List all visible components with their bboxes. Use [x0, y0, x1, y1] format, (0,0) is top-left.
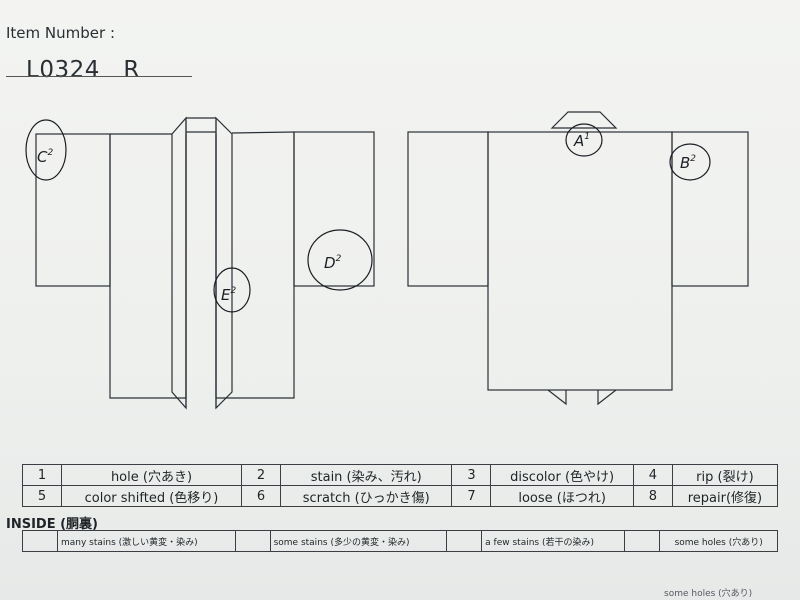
defect-label: discolor (色やけ): [490, 464, 634, 486]
inside-checkbox-many-stains[interactable]: [22, 530, 58, 552]
mark-label-d2: D2: [324, 254, 342, 272]
item-number-label: Item Number :: [6, 24, 115, 42]
inside-checkbox-few-stains[interactable]: [446, 530, 483, 552]
mark-circle-a1: [565, 123, 603, 157]
back-hem-left: [547, 389, 567, 406]
defect-label: color shifted (色移り): [61, 485, 242, 507]
inside-options-row: many stains (激しい黄変・染み) some stains (多少の黄…: [22, 530, 778, 552]
front-body-left: [109, 134, 187, 399]
inside-option-label: a few stains (若干の染み): [481, 530, 626, 552]
defect-label: repair(修復): [671, 485, 779, 507]
defect-number: 7: [451, 485, 492, 507]
defect-legend-table: 1 hole (穴あき) 2 stain (染み、汚れ) 3 discolor …: [22, 464, 779, 507]
defect-number: 4: [632, 464, 673, 486]
defect-number: 2: [240, 464, 281, 486]
back-view-outline: [407, 111, 749, 406]
front-view-outline: [35, 116, 375, 410]
inside-option-label: some holes (穴あり): [659, 530, 778, 552]
defect-number: 6: [240, 485, 281, 507]
mark-circle-e2: [213, 267, 251, 313]
defect-number: 1: [22, 464, 62, 486]
item-number-value: L0324 R: [26, 57, 140, 83]
mark-label-b2: B2: [680, 154, 696, 172]
front-collar-right: [215, 116, 233, 410]
mark-label-c2: C2: [37, 148, 53, 166]
back-left-sleeve: [407, 131, 489, 287]
back-hem-right: [597, 389, 617, 406]
mark-circle-b2: [669, 143, 711, 181]
mark-circle-c2: [25, 119, 67, 181]
mark-circle-d2: [307, 229, 373, 291]
inside-checkbox-some-stains[interactable]: [234, 530, 271, 552]
front-collar-left: [171, 116, 187, 410]
defect-legend-row: 1 hole (穴あき) 2 stain (染み、汚れ) 3 discolor …: [22, 464, 779, 486]
front-body-right: [215, 132, 295, 399]
defect-number: 5: [22, 485, 62, 507]
defect-label: hole (穴あき): [61, 464, 242, 486]
defect-label: rip (裂け): [671, 464, 779, 486]
bleed-through-note: some holes (穴あり): [664, 589, 753, 599]
inside-checkbox-some-holes[interactable]: [624, 530, 661, 552]
defect-label: stain (染み、汚れ): [279, 464, 453, 486]
kimono-diagram: C2 D2 E2 A1 B2: [25, 111, 749, 410]
defect-number: 3: [451, 464, 492, 486]
inside-heading: INSIDE (胴裏): [6, 517, 98, 532]
mark-label-e2: E2: [221, 286, 236, 304]
back-body: [487, 131, 673, 391]
inside-options-table: many stains (激しい黄変・染み) some stains (多少の黄…: [22, 530, 778, 552]
defect-label: loose (ほつれ): [490, 485, 634, 507]
inside-option-label: some stains (多少の黄変・染み): [269, 530, 448, 552]
defect-label: scratch (ひっかき傷): [279, 485, 453, 507]
inside-option-label: many stains (激しい黄変・染み): [57, 530, 236, 552]
item-number-underline: [6, 76, 192, 77]
mark-label-a1: A1: [573, 132, 590, 150]
back-collar: [550, 111, 618, 129]
defect-legend-row: 5 color shifted (色移り) 6 scratch (ひっかき傷) …: [22, 485, 779, 507]
defect-number: 8: [632, 485, 673, 507]
